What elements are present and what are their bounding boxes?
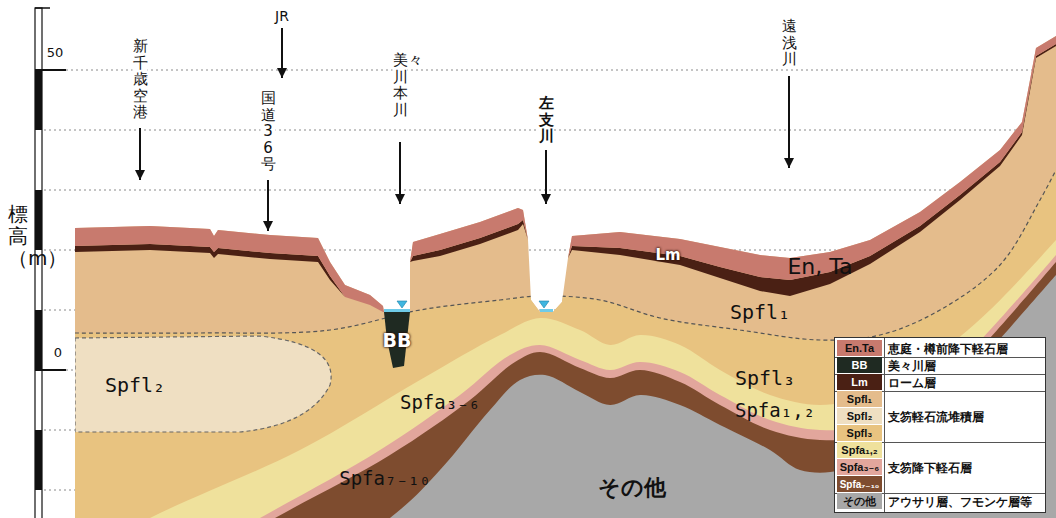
legend-code: Spfl₃	[847, 427, 873, 439]
water-level-mark	[397, 301, 407, 308]
place-name: 新千歳空港	[133, 38, 148, 121]
legend-code: Spfa₇₋₁₀	[840, 479, 880, 490]
water	[540, 309, 553, 312]
spfa36-layer	[75, 255, 1056, 518]
layer-label: Spfl₁	[730, 300, 790, 324]
legend-swatch: Spfa₇₋₁₀	[837, 476, 882, 492]
legend-swatch: Lm	[837, 374, 882, 390]
layer-label: Spfl₂	[105, 373, 165, 397]
legend-description: アウサリ層、フモンケ層等	[888, 493, 1032, 510]
legend-description: 支笏降下軽石層	[888, 459, 972, 476]
place-name: 国道36号	[261, 90, 276, 173]
legend-code: Spfa₁,₂	[841, 444, 877, 456]
layer-label: Lm	[655, 246, 680, 264]
layer-label: Spfl₃	[735, 366, 795, 390]
legend-description: ローム層	[888, 374, 936, 391]
tick-label: 0	[54, 345, 62, 360]
water	[384, 309, 410, 312]
layer-label: Spfa₇₋₁₀	[339, 467, 431, 489]
legend-code: Spfl₁	[847, 393, 872, 405]
place-name: JR	[275, 8, 289, 24]
layer-boundary	[75, 170, 1056, 340]
legend-code: Spfl₂	[847, 410, 873, 422]
axis-title: 標高（m）	[8, 203, 28, 269]
legend-swatch: Spfl₁	[837, 391, 882, 407]
legend-swatch: BB	[837, 357, 882, 373]
place-name: 美々川本川	[393, 52, 408, 118]
legend-description: 恵庭・樽前降下軽石層	[888, 340, 1008, 357]
legend-swatch: En.Ta	[837, 340, 882, 356]
place-name: 左支川	[539, 95, 554, 145]
legend-code: BB	[852, 359, 868, 371]
pumice-top-layer	[75, 36, 1056, 312]
legend-swatch: Spfl₃	[837, 425, 882, 441]
legend-swatch: Spfl₂	[837, 408, 882, 424]
basement	[75, 275, 1056, 518]
layer-label: En, Ta	[787, 254, 852, 279]
layer-label: その他	[598, 473, 666, 503]
legend-code: En.Ta	[845, 342, 874, 354]
strata	[75, 36, 1056, 518]
legend-swatch: その他	[837, 493, 882, 509]
spfa710-layer	[75, 262, 1056, 518]
layer-label: Spfa₃₋₆	[400, 391, 480, 413]
legend-description: 支笏軽石流堆積層	[888, 408, 984, 425]
legend-code: Spfa₃₋₆	[840, 461, 880, 474]
spfa12-layer	[75, 240, 1056, 518]
elevation-axis	[35, 8, 66, 518]
spfl2-lens	[75, 336, 331, 432]
water-level-mark	[539, 301, 549, 308]
tick-label: 50	[47, 45, 64, 60]
legend-swatch: Spfa₁,₂	[837, 442, 882, 458]
legend-description: 美々川層	[888, 357, 936, 374]
legend-code: Lm	[851, 376, 868, 388]
layer-label: Spfa₁,₂	[735, 399, 815, 421]
legend-box: En.TaBB LmSpfl₁ Spfl₂ Spfl₃ Spfa₁,₂ Spfa₃₋₆ Sp…	[834, 337, 1046, 513]
loam-layer	[75, 44, 1056, 312]
legend-code: その他	[843, 494, 876, 509]
layer-label: BB	[383, 329, 412, 351]
place-name: 遠浅川	[782, 18, 797, 68]
location-arrows	[140, 28, 789, 231]
legend-swatch: Spfa₃₋₆	[837, 459, 882, 475]
